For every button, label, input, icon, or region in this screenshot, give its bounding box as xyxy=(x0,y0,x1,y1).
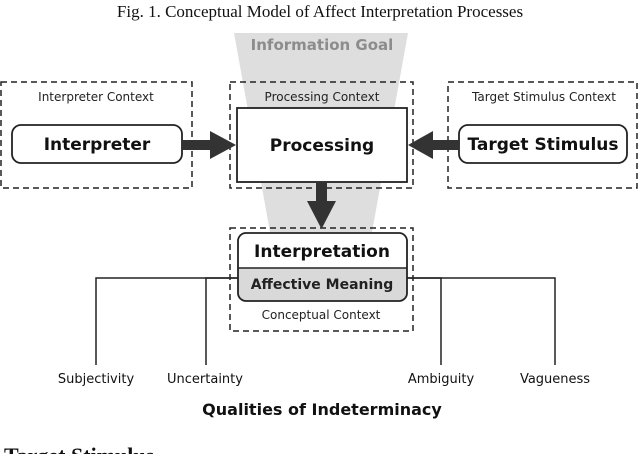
processing-context-label: Processing Context xyxy=(265,90,380,104)
target-context-box xyxy=(447,81,638,189)
interpretation-label: Interpretation xyxy=(254,242,390,262)
processing-node xyxy=(236,107,408,183)
affective-meaning-label: Affective Meaning xyxy=(251,277,394,293)
interpreter-context-box xyxy=(0,81,193,189)
interpreter-context-label: Interpreter Context xyxy=(38,90,154,104)
arrow-interpreter-to-processing xyxy=(182,131,236,159)
quality-ambiguity: Ambiguity xyxy=(408,372,475,387)
qualities-title: Qualities of Indeterminacy xyxy=(202,400,442,419)
arrow-processing-to-interpretation xyxy=(307,182,336,229)
figure-caption: Fig. 1. Conceptual Model of Affect Inter… xyxy=(117,2,523,21)
interpretation-node xyxy=(237,232,408,302)
target-context-label: Target Stimulus Context xyxy=(471,90,616,104)
body-text-fragment: Target Stimulus xyxy=(4,443,155,454)
target-stimulus-node-label: Target Stimulus xyxy=(467,135,618,155)
quality-vagueness: Vagueness xyxy=(520,372,590,387)
quality-uncertainty: Uncertainty xyxy=(167,372,243,387)
information-goal-label: Information Goal xyxy=(251,36,394,54)
qualities-connectors xyxy=(95,277,556,365)
arrow-target-to-processing xyxy=(408,131,459,159)
quality-subjectivity: Subjectivity xyxy=(58,372,135,387)
interpreter-node-label: Interpreter xyxy=(44,135,151,155)
conceptual-context-label: Conceptual Context xyxy=(262,308,381,322)
processing-node-label: Processing xyxy=(270,136,374,156)
